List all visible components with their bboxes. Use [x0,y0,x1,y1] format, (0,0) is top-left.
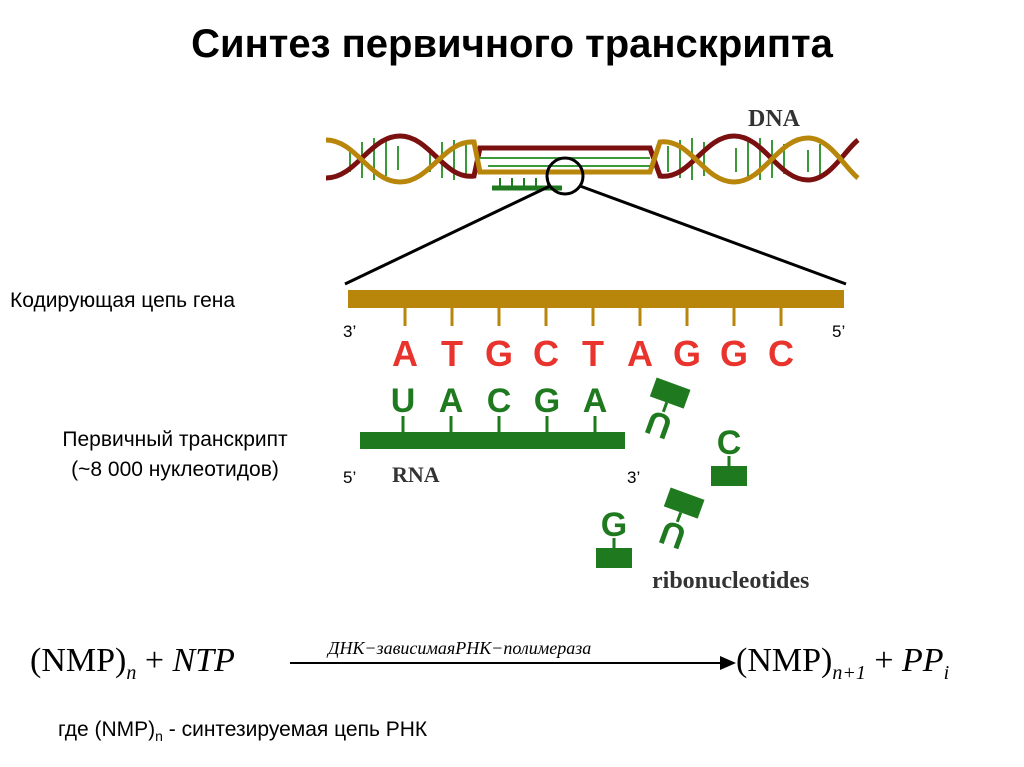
dna-base: G [720,333,748,374]
equation-lhs-sub: n [126,661,137,684]
equation-plus-1: + [144,642,165,679]
zoom-circle [545,156,585,196]
rna-5prime-label: 5’ [343,468,357,487]
footnote-prefix: где (NMP) [58,718,156,741]
rna-strand-bar [360,432,625,449]
rna-3prime-label: 3’ [627,468,641,487]
dna-base: T [441,333,463,374]
free-nucleotide-base: U [641,402,677,446]
enzyme-label: ДНК−зависимаяРНК−полимераза [328,638,592,658]
dna-base-ticks [403,308,783,326]
footnote-sub: n [155,728,163,745]
page-title: Синтез первичного транскрипта [191,22,833,66]
dna-base: G [485,333,513,374]
free-nucleotide: G [596,506,632,568]
free-nucleotide: U [641,377,691,446]
dna-double-helix [325,133,860,191]
equation-plus-2: + [874,642,894,679]
equation-ntp: NTP [172,642,235,679]
rna-label: RNA [392,462,440,487]
equation-lhs-nmp: (NMP) [30,642,127,679]
rna-base-ticks [401,416,597,432]
footnote-suffix: - синтезируемая цепь РНК [162,718,428,741]
dna-base: A [627,333,653,374]
rna-base: U [391,382,416,420]
rna-base: A [439,382,464,420]
free-nucleotide: U [655,487,705,556]
dna-base: T [582,333,604,374]
footnote: где (NMP)n - синтезируемая цепь РНК [58,718,427,744]
free-nucleotide-base: C [717,424,742,462]
dna-base: A [392,333,418,374]
equation-left: (NMP)n + NTP [30,642,235,685]
rna-base: C [487,382,512,420]
rna-base: A [583,382,608,420]
free-nucleotide-base: U [655,512,691,556]
free-nucleotide: C [711,424,747,486]
dna-base: G [673,333,701,374]
free-nucleotide-base: G [601,506,627,544]
dna-5prime-label: 5’ [832,322,846,341]
equation-rhs-sub: n+1 [832,661,866,684]
equation-ppi: PP [902,642,944,679]
dna-3prime-label: 3’ [343,322,357,341]
primary-transcript-label: Первичный транскрипт [62,428,288,451]
ribonucleotides-label: ribonucleotides [652,568,810,594]
dna-base: C [533,333,559,374]
equation-rhs-nmp: (NMP) [736,642,833,679]
dna-base: C [768,333,794,374]
rna-base: G [534,382,560,420]
dna-label: DNA [748,106,800,132]
equation-right: (NMP)n+1 + PPi [736,642,949,685]
equation-ppi-sub: i [943,661,950,684]
coding-strand-label: Кодирующая цепь гена [10,289,236,312]
dna-strand-bar [348,290,844,308]
primary-transcript-length: (~8 000 нуклеотидов) [71,458,279,481]
